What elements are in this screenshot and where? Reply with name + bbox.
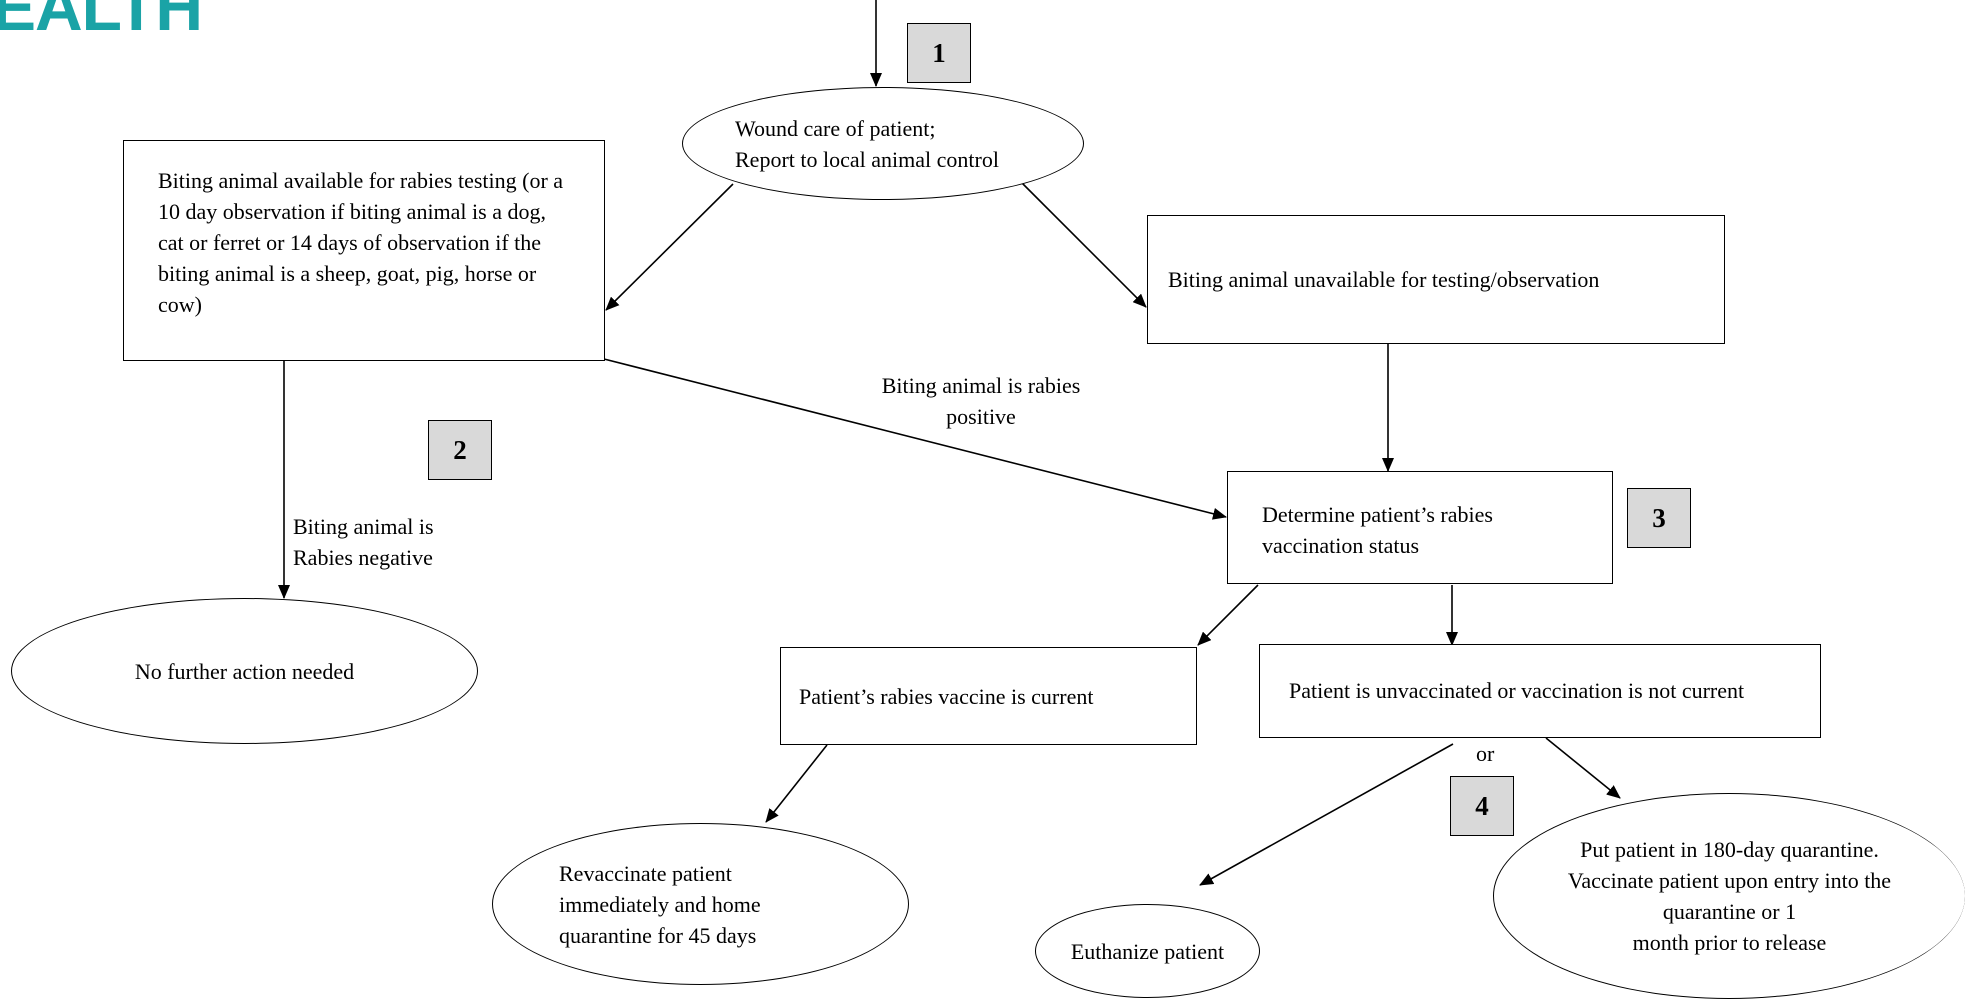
node-no-further-action: No further action needed	[11, 598, 478, 744]
node-vaccine-current: Patient’s rabies vaccine is current	[780, 647, 1197, 745]
arrow-to-unavailable	[1021, 182, 1147, 308]
arrow-positive-to-determine	[603, 358, 1227, 520]
edge-label-or: or	[1476, 741, 1495, 766]
logo-text: EALTH	[0, 0, 203, 44]
node-determine-status-text: Determine patient’s rabies vaccination s…	[1262, 502, 1493, 558]
arrow-to-quarantine	[1545, 737, 1621, 799]
step-number-1: 1	[907, 23, 971, 83]
node-quarantine-text: Put patient in 180-day quarantine. Vacci…	[1567, 837, 1892, 955]
node-animal-available-text: Biting animal available for rabies testi…	[158, 168, 564, 317]
node-revaccinate-text: Revaccinate patient immediately and home…	[559, 860, 761, 948]
arrow-to-available	[605, 183, 734, 311]
node-animal-available: Biting animal available for rabies testi…	[123, 140, 605, 361]
node-no-further-action-text: No further action needed	[134, 658, 355, 684]
node-unvaccinated-text: Patient is unvaccinated or vaccination i…	[1289, 678, 1745, 703]
node-animal-unavailable: Biting animal unavailable for testing/ob…	[1147, 215, 1725, 344]
node-quarantine: Put patient in 180-day quarantine. Vacci…	[1493, 793, 1965, 999]
step-number-2: 2	[428, 420, 492, 480]
arrow-to-revaccinate	[765, 744, 828, 823]
node-animal-unavailable-text: Biting animal unavailable for testing/ob…	[1168, 267, 1600, 292]
node-determine-status: Determine patient’s rabies vaccination s…	[1227, 471, 1613, 584]
edge-label-rabies-negative: Biting animal is Rabies negative	[293, 514, 434, 570]
arrow-to-euthanize	[1199, 743, 1454, 886]
node-wound-care: Wound care of patient; Report to local a…	[682, 87, 1084, 200]
node-revaccinate: Revaccinate patient immediately and home…	[492, 823, 909, 985]
node-euthanize-text: Euthanize patient	[1070, 938, 1225, 964]
edge-label-rabies-positive: Biting animal is rabies positive	[881, 373, 1081, 429]
node-vaccine-current-text: Patient’s rabies vaccine is current	[799, 683, 1094, 709]
node-unvaccinated: Patient is unvaccinated or vaccination i…	[1259, 644, 1821, 738]
node-euthanize: Euthanize patient	[1035, 904, 1260, 998]
step-number-4: 4	[1450, 776, 1514, 836]
node-wound-care-text: Wound care of patient; Report to local a…	[735, 115, 999, 172]
step-number-3: 3	[1627, 488, 1691, 548]
arrow-to-vaccine-current	[1197, 584, 1259, 646]
